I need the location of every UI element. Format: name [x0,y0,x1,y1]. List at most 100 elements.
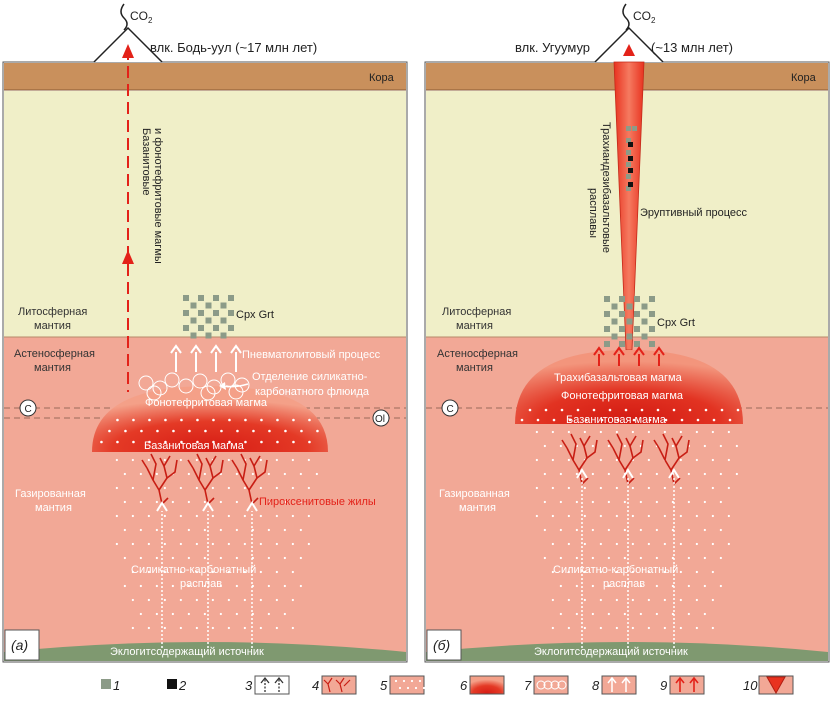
gas-dot [195,570,198,574]
fluid-bubble [192,373,208,389]
gas-dot [727,542,730,546]
panel-a-letter: (а) [11,637,28,653]
gas-dot [155,584,158,588]
gas-dot [575,584,578,588]
gas-dot [719,556,722,560]
gas-dot [607,584,610,588]
gas-dot [235,556,238,560]
gas-dot [276,418,279,422]
gas-dot [655,556,658,560]
gas-dot [552,418,556,422]
gas-dot [568,418,572,422]
gas-dot [640,408,644,412]
gas-dot [591,472,594,476]
gas-dot [203,528,206,532]
mineral-square [183,325,189,331]
gas-dot [188,429,191,433]
gas-dot [727,514,730,518]
gas-dot [655,612,658,616]
vein-branch [678,439,690,459]
panel-a-pneumatolytic-label: Пневматолитовый процесс [242,349,381,361]
gas-dot [100,440,103,444]
gas-dot [551,598,554,602]
gas-dot [115,514,118,518]
gas-dot [655,584,658,588]
gas-dot [688,408,692,412]
mineral-square [220,332,227,339]
gas-dot [543,528,546,532]
panel-a-mineral-squares [183,295,234,339]
gas-dot [179,626,182,630]
panel-a: CO2 влк. Бодь-уул (~17 млн лет) Кора Баз… [2,3,408,663]
panel-b-c-marker [441,399,459,417]
gas-dot [543,500,546,504]
mineral-square [183,310,189,316]
gas-dot [583,570,586,574]
gas-dot [599,598,602,602]
panel-b-conduit-tip [623,44,635,56]
black-mineral-square [628,168,633,173]
vein-branch [607,439,614,449]
gas-dot [260,418,263,422]
gas-dot [615,514,618,518]
mineral-square [604,296,610,302]
gas-dot [687,472,690,476]
gas-dot [235,612,238,616]
mineral-square [641,303,648,310]
mineral-square [190,302,197,309]
red-arrow-head [653,346,665,356]
mineral-square [213,295,219,301]
gas-dot [567,598,570,602]
vein-branch [662,433,669,461]
gas-dot [123,472,126,476]
gas-dot [551,430,554,434]
gas-dot [283,500,286,504]
legend-number: 2 [178,678,187,693]
gas-dot [147,626,150,630]
grey-mineral-square [626,186,631,191]
gas-dot [235,584,238,588]
gas-dot [663,598,666,602]
gas-dot [719,528,722,532]
mineral-square [220,302,227,309]
gas-dot [583,486,586,490]
vein-branch [632,439,644,459]
panel-a-fluid-sep-2: карбонатного флюида [255,386,370,398]
mineral-square [228,325,234,331]
panel-a-co2-label: CO2 [130,9,153,25]
red-gradient-icon [469,675,505,695]
gas-dot [260,440,263,444]
mineral-square [228,310,234,316]
gas-dot [703,472,706,476]
gas-dot [551,542,554,546]
gas-dot [147,514,150,518]
gas-dot [180,418,183,422]
gas-dot [631,430,634,434]
mineral-square [228,295,234,301]
gas-dot [679,486,682,490]
gas-dot [711,598,714,602]
gas-dot [219,500,222,504]
panel-a-pyroxenite-veins [141,453,268,505]
gas-dot [679,626,682,630]
gas-dot [615,626,618,630]
vein-branch [166,459,178,479]
gas-dot [227,626,230,630]
gas-dot [179,514,182,518]
mineral-square [213,325,219,331]
panel-a-basanite-label: Базанитовая магма [144,440,245,452]
gas-dot [131,626,134,630]
gas-dot [147,542,150,546]
gas-dot [695,430,698,434]
vein-branch [158,455,171,491]
gas-dot [567,626,570,630]
gas-dot [116,440,119,444]
gas-dot [559,612,562,616]
gas-dot [520,418,524,422]
gas-dot [227,598,230,602]
gas-dot [283,612,286,616]
gas-dot [283,584,286,588]
gas-dot [615,486,618,490]
gas-dot [727,458,730,462]
panel-a-fluid-arrowhead [219,382,226,390]
